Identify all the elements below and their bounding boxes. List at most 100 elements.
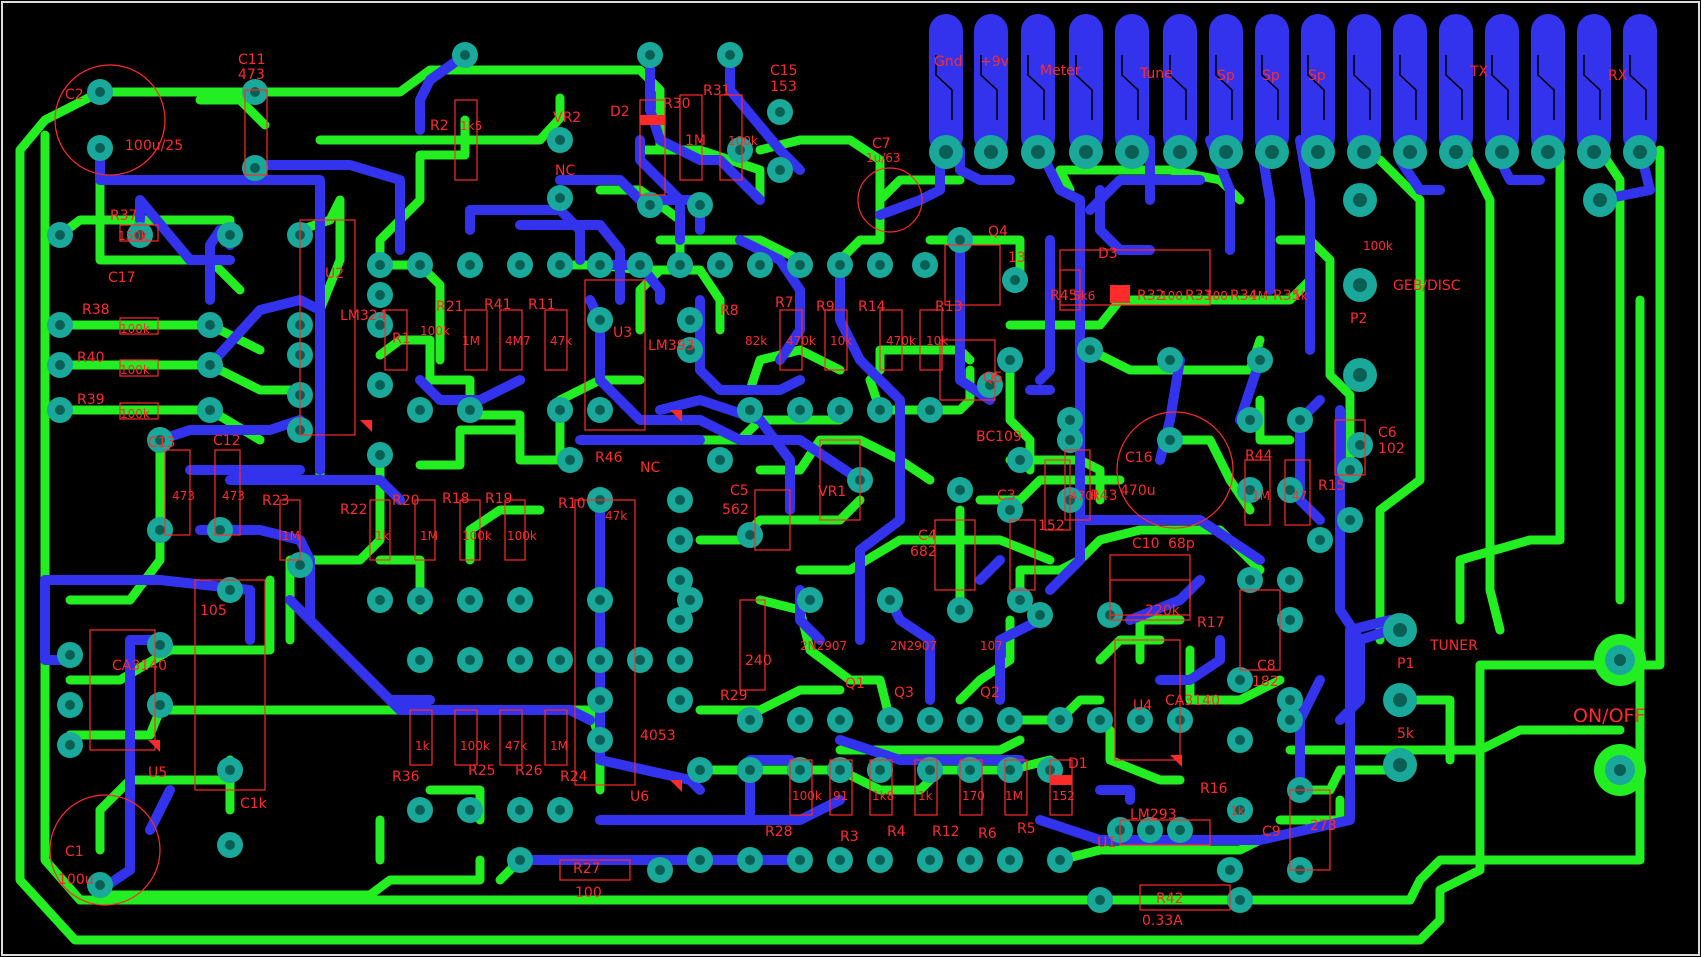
solder-pad bbox=[242, 155, 268, 181]
conn-label-gnd: Gnd bbox=[934, 54, 963, 70]
solder-pad bbox=[217, 757, 243, 783]
solder-pad bbox=[1277, 567, 1303, 593]
solder-pad bbox=[687, 757, 713, 783]
solder-pad bbox=[917, 757, 943, 783]
label-r29: R29 bbox=[720, 688, 748, 704]
connector-finger-silk bbox=[1169, 55, 1187, 120]
label-r20: R20 bbox=[392, 493, 420, 509]
label-r27: R27 bbox=[573, 861, 601, 877]
solder-pad bbox=[717, 42, 743, 68]
label-r3-value: 91 bbox=[833, 789, 848, 803]
solder-pad bbox=[647, 857, 673, 883]
solder-pad bbox=[1247, 347, 1273, 373]
label-r26: R26 bbox=[515, 763, 543, 779]
connector-pad bbox=[1115, 135, 1149, 169]
label-r18-value: 100k bbox=[462, 529, 492, 543]
solder-pad bbox=[667, 487, 693, 513]
conn-label-tune: Tune bbox=[1139, 66, 1173, 82]
conn-label-tx: TX bbox=[1469, 64, 1489, 80]
solder-pad bbox=[637, 42, 663, 68]
label-c1-value: 100u bbox=[58, 872, 94, 888]
switch-pad-hole bbox=[1614, 764, 1626, 776]
label-r23-value: 1M bbox=[282, 529, 300, 543]
label-r19: R19 bbox=[485, 491, 513, 507]
label-d3: D3 bbox=[1098, 246, 1118, 262]
solder-pad bbox=[1227, 727, 1253, 753]
label-ca3140-u4: CA3140 bbox=[1165, 693, 1220, 709]
label-r2: R2 bbox=[430, 118, 449, 134]
label-152: 152 bbox=[1038, 518, 1065, 534]
label-q2: Q2 bbox=[980, 685, 1000, 701]
label-c1: C1 bbox=[65, 844, 84, 860]
solder-pad bbox=[1002, 267, 1028, 293]
label-r39-value: 100k bbox=[120, 407, 150, 421]
label-q4-value: 13 bbox=[1008, 250, 1026, 266]
label-c13-value: 473 bbox=[172, 489, 195, 503]
solder-pad bbox=[867, 757, 893, 783]
label-r35-value: 1k bbox=[1293, 289, 1308, 303]
label-r1: R1 bbox=[392, 331, 411, 347]
label-r38-value: 100k bbox=[120, 322, 150, 336]
silkscreen-outlines bbox=[49, 64, 1366, 911]
solder-pad bbox=[997, 757, 1023, 783]
solder-pad bbox=[687, 847, 713, 873]
label-c12: C12 bbox=[213, 433, 241, 449]
label-r13-value: 10k bbox=[926, 334, 948, 348]
solder-pad bbox=[367, 252, 393, 278]
connector-pad bbox=[1343, 268, 1377, 302]
label-r34-value: 1M bbox=[1250, 289, 1268, 303]
solder-pad bbox=[407, 647, 433, 673]
label-r24: R24 bbox=[560, 769, 588, 785]
connector-pad bbox=[1577, 135, 1611, 169]
conn-label-sp3: Sp bbox=[1308, 68, 1326, 84]
label-d1: D1 bbox=[1068, 756, 1088, 772]
label-q1-value: 2N2907 bbox=[800, 639, 847, 653]
label-r37-value: 150k bbox=[118, 229, 148, 243]
solder-pad bbox=[47, 352, 73, 378]
label-r16: R16 bbox=[1200, 781, 1228, 797]
label-r20-value: 1M bbox=[420, 529, 438, 543]
label-c11: C11 bbox=[238, 52, 266, 68]
solder-pad bbox=[457, 647, 483, 673]
label-r28-value: 100k bbox=[792, 789, 822, 803]
label-r46: R46 bbox=[595, 450, 623, 466]
label-c8-value: 182 bbox=[1252, 674, 1279, 690]
label-c13: C13 bbox=[148, 435, 176, 451]
solder-pad bbox=[547, 252, 573, 278]
label-q4: Q4 bbox=[988, 224, 1008, 240]
label-c10-value: 68p bbox=[1168, 536, 1195, 552]
label-vr2: VR2 bbox=[553, 110, 581, 126]
solder-pad bbox=[1237, 407, 1263, 433]
label-r25: R25 bbox=[468, 763, 496, 779]
label-r45: R45 bbox=[1050, 288, 1078, 304]
label-r22-value: 1k bbox=[375, 529, 390, 543]
solder-pad bbox=[667, 567, 693, 593]
connector-pad bbox=[1583, 183, 1617, 217]
connector-finger-silk bbox=[1121, 55, 1139, 120]
label-c1k: C1k bbox=[240, 796, 268, 812]
solder-pad bbox=[707, 447, 733, 473]
solder-pad bbox=[797, 587, 823, 613]
connector-pad bbox=[1343, 183, 1377, 217]
connector-finger-silk bbox=[935, 55, 953, 120]
label-q5: Q5 bbox=[983, 370, 1003, 386]
solder-pad bbox=[787, 847, 813, 873]
label-r27-value: 100 bbox=[575, 885, 602, 901]
label-r5: R5 bbox=[1017, 821, 1036, 837]
solder-pad bbox=[367, 372, 393, 398]
solder-pad bbox=[507, 587, 533, 613]
label-r36-value: 1k bbox=[415, 739, 430, 753]
label-c4-value: 682 bbox=[910, 544, 937, 560]
label-c15-value: 153 bbox=[770, 79, 797, 95]
label-d1-value: 152 bbox=[1052, 789, 1075, 803]
label-r43: R43 bbox=[1090, 488, 1118, 504]
connector-pad bbox=[1531, 135, 1565, 169]
solder-pad bbox=[367, 587, 393, 613]
solder-pad bbox=[747, 252, 773, 278]
label-q3-value: 2N2907 bbox=[890, 639, 937, 653]
solder-pad bbox=[587, 252, 613, 278]
solder-pad bbox=[917, 707, 943, 733]
label-r44: R44 bbox=[1245, 448, 1273, 464]
label-u6: U6 bbox=[630, 789, 649, 805]
connector-finger-silk bbox=[1075, 55, 1093, 120]
